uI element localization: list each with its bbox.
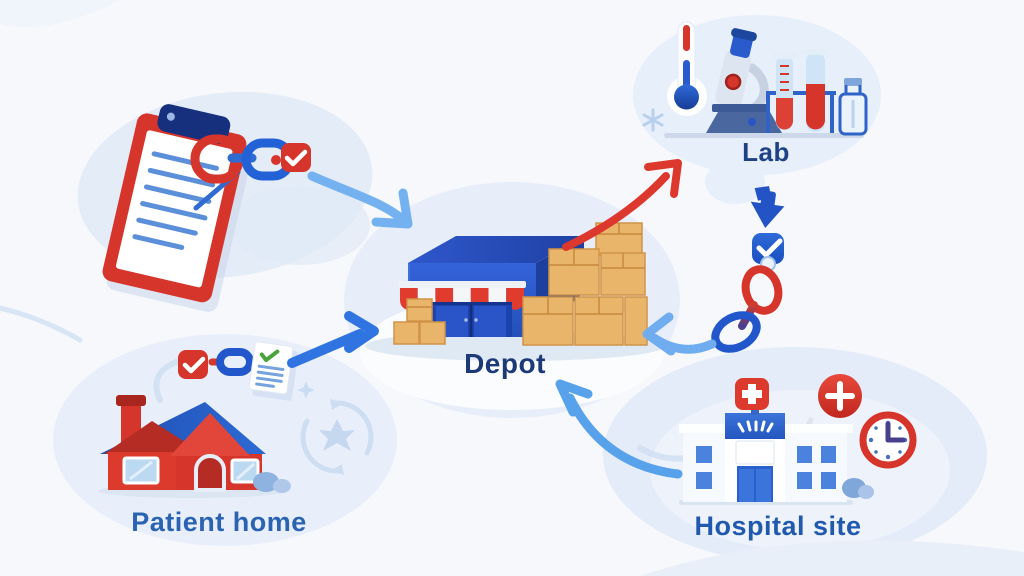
arrow-depot-to-lab <box>562 159 682 251</box>
hospital-door <box>737 466 773 502</box>
hospital-node: Hospital site <box>555 374 917 541</box>
hospital-building-icon <box>679 378 853 502</box>
arrow-home-to-depot <box>287 311 379 368</box>
sunburst-sign <box>737 420 774 433</box>
refresh-snowflake-icon <box>300 399 374 475</box>
supply-request-cluster <box>102 104 413 312</box>
chain-link-icon <box>216 348 254 376</box>
plus-circle-icon <box>818 374 862 418</box>
sparkle-icon <box>297 381 315 399</box>
bush-icon <box>842 478 874 499</box>
cardboard-boxes-icon <box>393 222 648 346</box>
thermometer-icon <box>667 21 707 116</box>
hospital-site-label: Hospital site <box>694 511 861 541</box>
down-arrow-icon <box>750 186 785 228</box>
house-icon <box>100 395 266 492</box>
checkpoint-cluster <box>642 186 785 356</box>
depot-node: Depot <box>365 222 665 379</box>
document-check-icon <box>248 341 299 401</box>
clock-icon <box>859 411 917 469</box>
depot-label: Depot <box>464 348 546 379</box>
patient-home-label: Patient home <box>131 507 307 537</box>
lab-node: Lab <box>642 21 868 167</box>
microscope-icon <box>706 28 782 133</box>
test-tube-rack-icon <box>766 91 836 133</box>
arrow-hospital-to-depot <box>555 379 683 479</box>
snowflake-icon <box>642 108 664 132</box>
arrow-request-to-depot <box>307 171 413 229</box>
blue-chain-link-icon <box>711 311 761 353</box>
test-tube-icon-2 <box>803 49 828 132</box>
lab-label: Lab <box>742 137 790 167</box>
patient-home-node: Patient home <box>98 311 379 537</box>
reagent-bottle-icon <box>838 78 868 136</box>
red-cross-sign-icon <box>735 378 769 415</box>
red-check-badge-icon <box>178 350 208 379</box>
bush-icon <box>253 472 291 493</box>
test-tube-icon <box>773 53 796 130</box>
arrow-checkpoint-to-depot <box>642 312 717 356</box>
red-chain-link-icon <box>741 265 783 315</box>
red-check-badge-icon <box>281 143 311 172</box>
